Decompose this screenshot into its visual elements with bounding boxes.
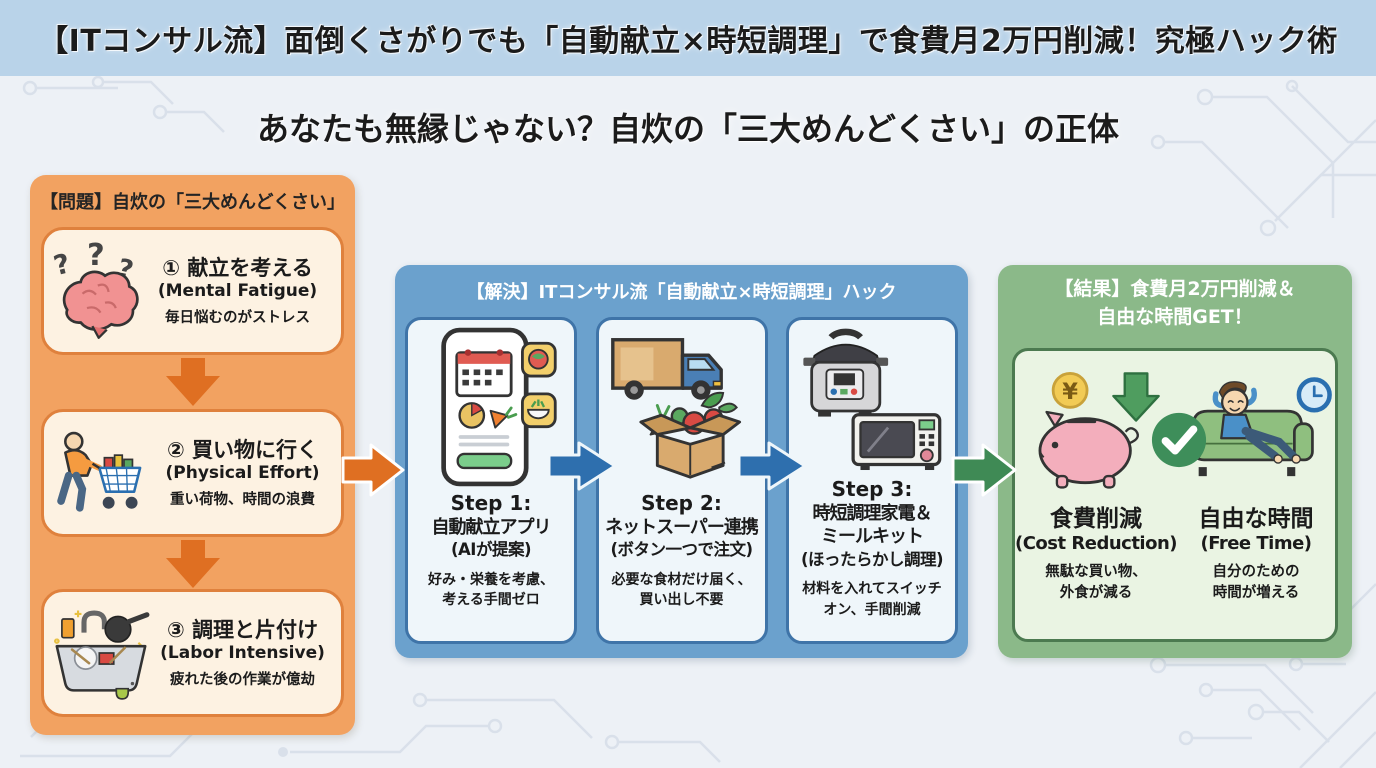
step-desc: 買い出し不要 — [639, 592, 724, 609]
problem-header: 【問題】自炊の「三大めんどくさい」 — [40, 192, 345, 213]
relaxing-on-couch-icon — [1181, 377, 1332, 477]
result-box: ¥ 食費削減 (Cost Reduction) 無駄な買 — [1012, 348, 1338, 642]
step-subtitle: (ほったらかし調理) — [800, 549, 944, 569]
problem-item-title: ③ 調理と片付け — [166, 617, 319, 642]
checkmark-icon — [1150, 411, 1208, 473]
step-label: Step 1: — [450, 491, 532, 515]
result-item-cost-reduction: ¥ 食費削減 (Cost Reduction) 無駄な買 — [1015, 351, 1178, 639]
result-header: 【結果】食費月2万円削減＆ 自由な時間GET！ — [998, 276, 1352, 331]
delivery-truck-box-icon — [610, 338, 741, 479]
down-arrow-icon — [166, 358, 220, 410]
problem-panel: 【問題】自炊の「三大めんどくさい」 ? ? ? ① 献立を考える (Mental… — [30, 175, 355, 735]
right-arrow-blue-icon — [547, 438, 619, 498]
problem-item-desc: 毎日悩むのがストレス — [165, 310, 310, 327]
auto-menu-app-phone-icon — [441, 327, 557, 487]
page-title: 【ITコンサル流】面倒くさがりでも「自動献立×時短調理」で食費月2万円削減！究極… — [38, 24, 1338, 59]
result-item-desc: 時間が増える — [1212, 585, 1300, 602]
solution-step-2-card: Step 2: ネットスーパー連携 (ボタン一つで注文) 必要な食材だけ届く、 … — [595, 317, 768, 644]
step-desc: 好み・栄養を考慮、 — [428, 571, 554, 588]
brain-question-icon: ? ? ? — [51, 238, 139, 339]
solution-header: 【解決】ITコンサル流「自動献立×時短調理」ハック — [466, 282, 897, 303]
right-arrow-blue-icon — [737, 438, 809, 498]
result-item-title: 食費削減 — [1050, 506, 1142, 532]
step-name: 時短調理家電＆ — [812, 503, 933, 524]
step-label: Step 2: — [641, 491, 722, 515]
step-name: 自動献立アプリ — [431, 517, 552, 538]
solution-panel: 【解決】ITコンサル流「自動献立×時短調理」ハック — [395, 265, 968, 658]
step-label: Step 3: — [831, 477, 913, 501]
problem-item-subtitle: (Mental Fatigue) — [157, 280, 318, 301]
result-item-desc: 外食が減る — [1059, 585, 1133, 602]
solution-step-3-card: Step 3: 時短調理家電＆ ミールキット (ほったらかし調理) 材料を入れて… — [786, 317, 958, 644]
result-panel: 【結果】食費月2万円削減＆ 自由な時間GET！ ¥ — [998, 265, 1352, 658]
problem-item-grocery-shopping: ② 買い物に行く (Physical Effort) 重い荷物、時間の浪費 — [41, 409, 344, 537]
right-arrow-green-icon — [951, 438, 1017, 506]
result-item-title: 自由な時間 — [1198, 506, 1314, 532]
problem-item-title: ② 買い物に行く — [166, 437, 319, 462]
problem-item-desc: 重い荷物、時間の浪費 — [170, 492, 315, 509]
shopping-cart-person-icon — [57, 431, 142, 512]
result-item-desc: 無駄な買い物、 — [1045, 564, 1147, 580]
step-name: ネットスーパー連携 — [605, 517, 759, 538]
step-subtitle: (AIが提案) — [451, 540, 532, 560]
page-subtitle: あなたも無縁じゃない？自炊の「三大めんどくさい」の正体 — [256, 110, 1120, 148]
step-desc: 材料を入れてスイッチ — [802, 581, 942, 598]
solution-step-1-card: Step 1: 自動献立アプリ (AIが提案) 好み・栄養を考慮、 考える手間ゼ… — [405, 317, 577, 644]
result-item-subtitle: (Cost Reduction) — [1015, 533, 1178, 554]
problem-item-cooking-cleanup: ③ 調理と片付け (Labor Intensive) 疲れた後の作業が億劫 — [41, 589, 344, 717]
problem-item-title: ① 献立を考える — [162, 255, 313, 280]
top-banner: 【ITコンサル流】面倒くさがりでも「自動献立×時短調理」で食費月2万円削減！究極… — [0, 0, 1376, 76]
right-arrow-orange-icon — [341, 438, 405, 506]
step-subtitle: (ボタン一つで注文) — [610, 540, 753, 560]
problem-item-subtitle: (Physical Effort) — [165, 462, 320, 483]
down-arrow-icon — [166, 540, 220, 592]
result-item-desc: 自分のための — [1212, 564, 1300, 580]
result-item-free-time: 自由な時間 (Free Time) 自分のための 時間が増える — [1177, 351, 1335, 639]
result-item-subtitle: (Free Time) — [1200, 533, 1312, 554]
problem-item-desc: 疲れた後の作業が億劫 — [170, 672, 315, 689]
step-desc: 考える手間ゼロ — [442, 592, 540, 609]
svg-text:¥: ¥ — [1062, 379, 1078, 405]
step-desc: オン、手間削減 — [823, 601, 921, 618]
dirty-dishes-sink-icon — [54, 610, 150, 700]
svg-text:?: ? — [51, 248, 73, 282]
result-header-line2: 自由な時間GET！ — [1097, 305, 1253, 328]
problem-item-menu-planning: ? ? ? ① 献立を考える (Mental Fatigue) 毎日悩むのがスト… — [41, 227, 344, 355]
svg-text:?: ? — [87, 238, 105, 273]
result-header-line1: 【結果】食費月2万円削減＆ — [1054, 278, 1296, 300]
pressure-cooker-microwave-icon — [803, 328, 942, 471]
piggy-bank-savings-icon: ¥ — [1038, 372, 1160, 489]
step-desc: 必要な食材だけ届く、 — [611, 571, 752, 588]
step-name: ミールキット — [821, 526, 924, 548]
problem-item-subtitle: (Labor Intensive) — [160, 642, 325, 663]
